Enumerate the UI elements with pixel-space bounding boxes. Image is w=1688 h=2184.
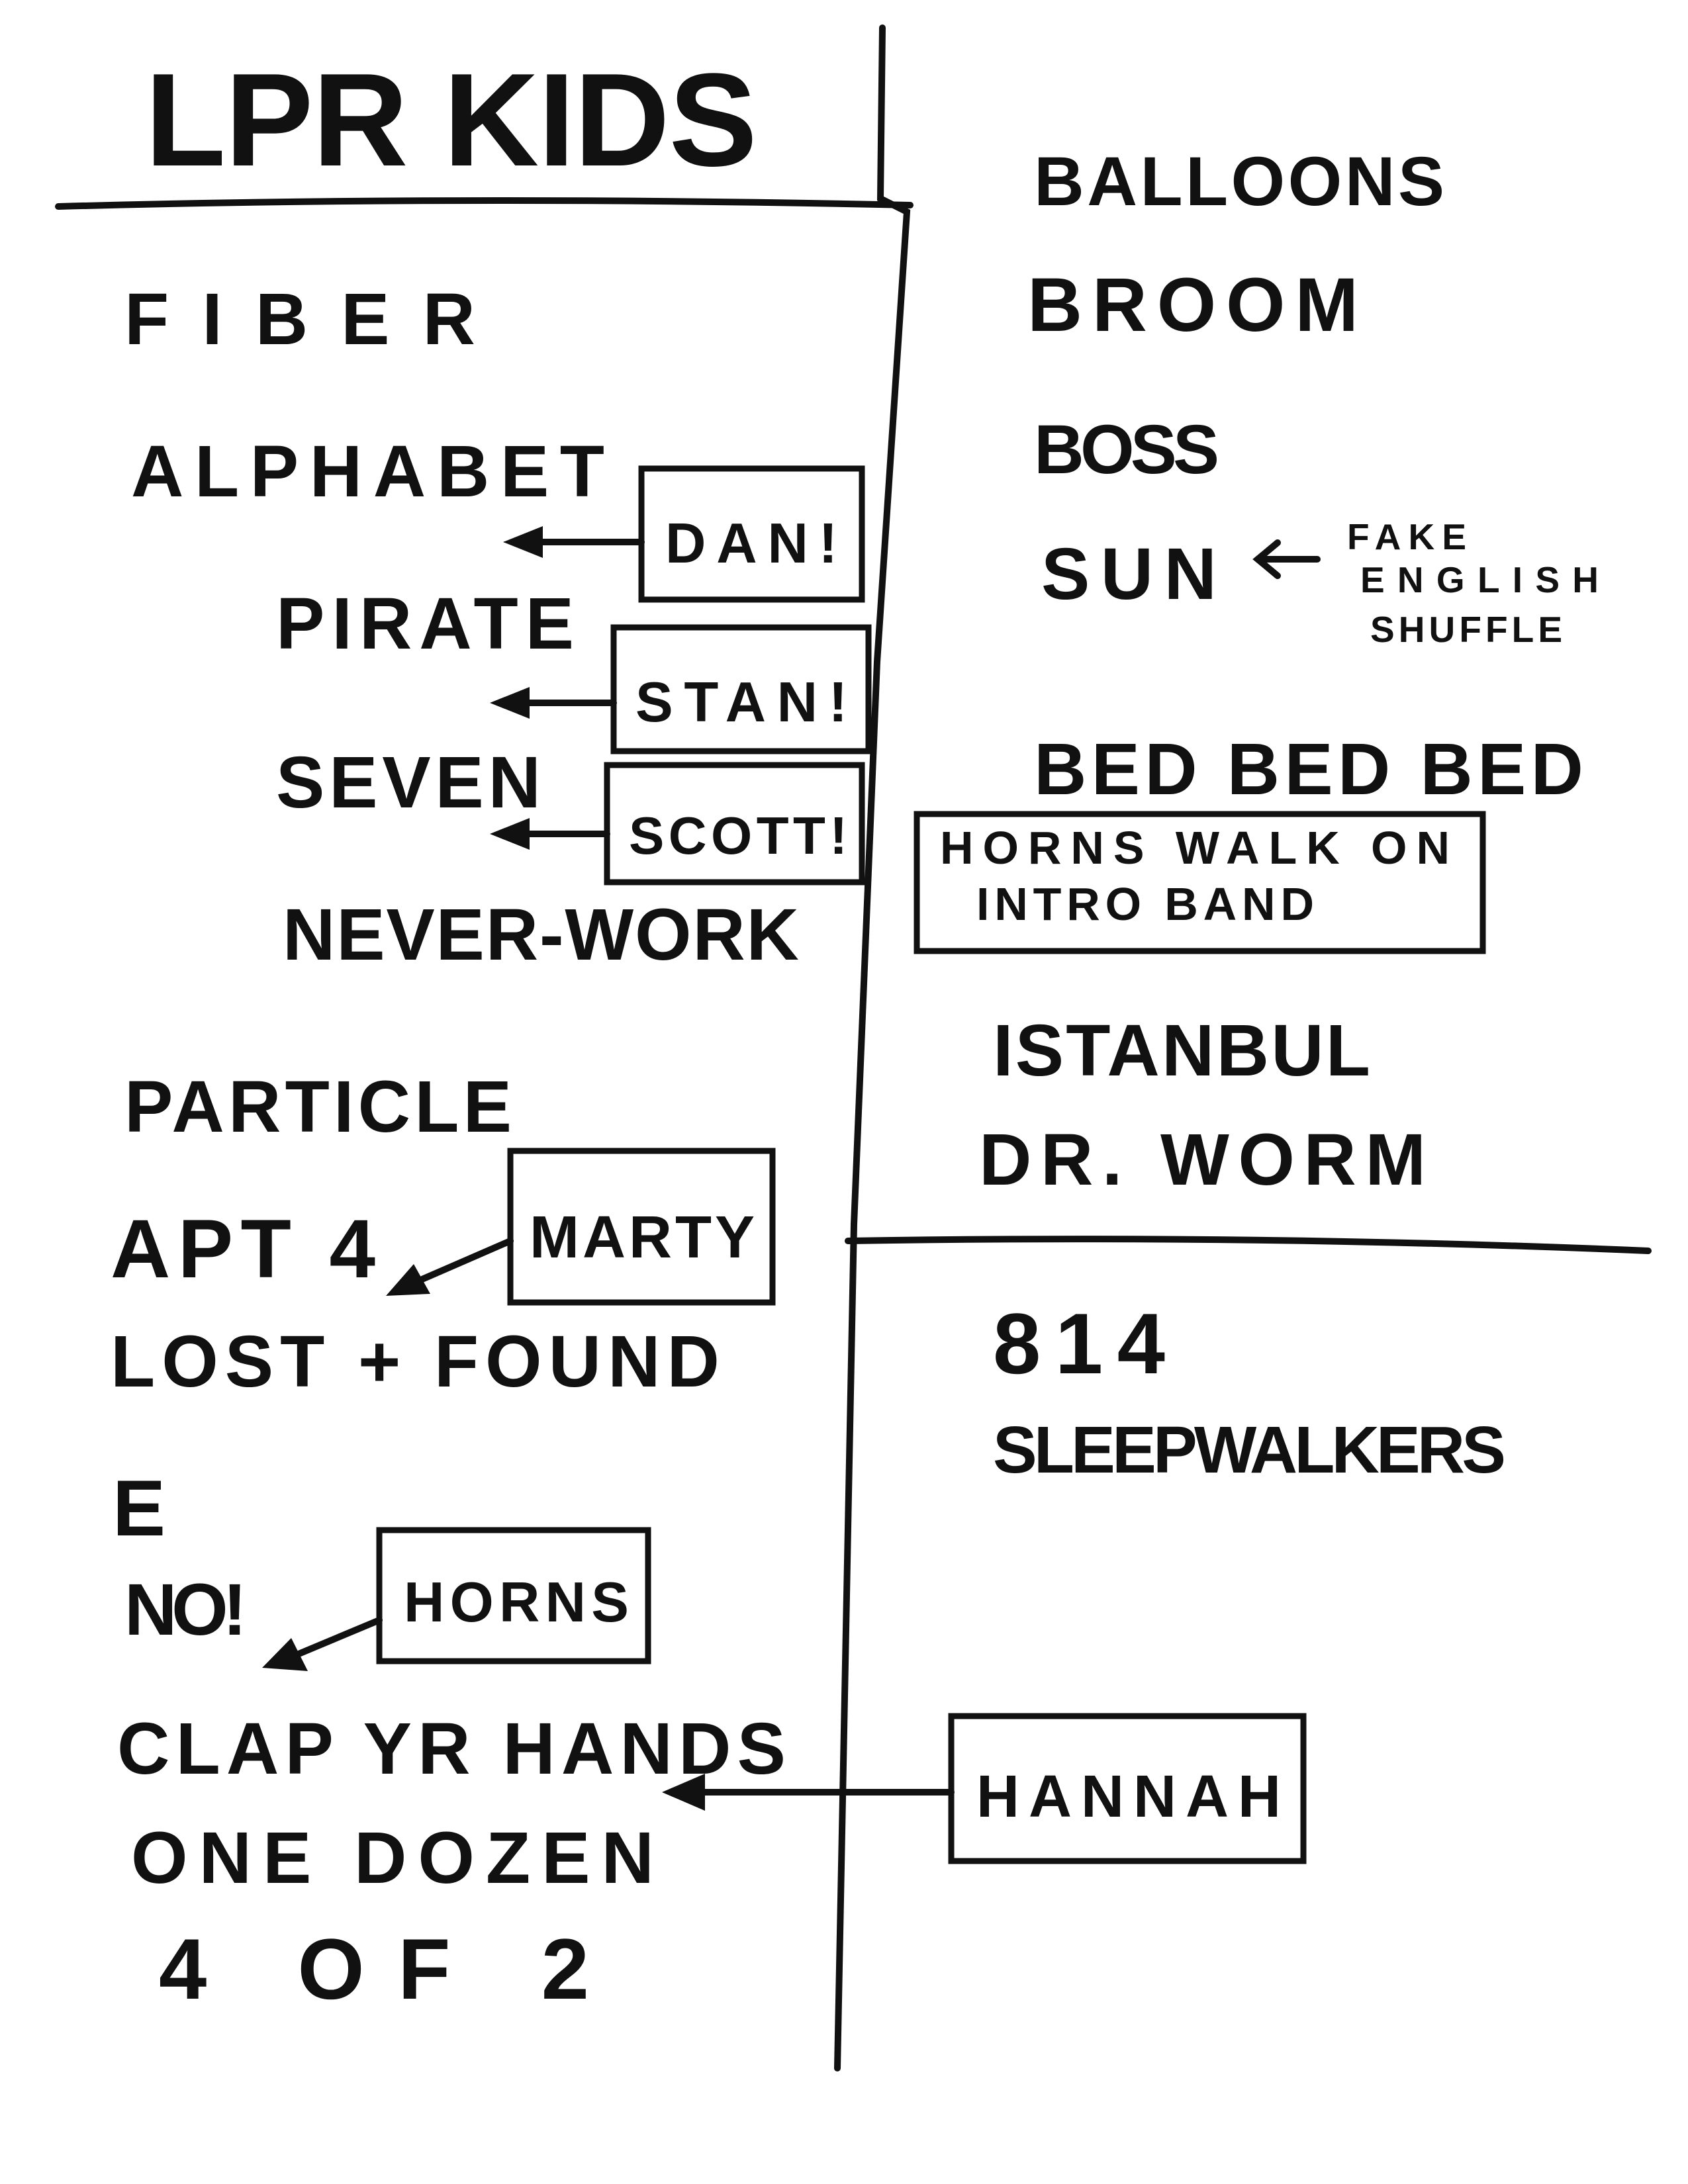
song: APT 4 bbox=[111, 1203, 375, 1295]
page-title: LPR KIDS bbox=[145, 46, 757, 194]
song: SEVEN bbox=[276, 742, 541, 823]
svg-text:HANNAH: HANNAH bbox=[976, 1764, 1281, 1830]
song: ISTANBUL bbox=[993, 1010, 1370, 1091]
guest-note-stan: STAN! bbox=[490, 624, 872, 754]
title-divider bbox=[55, 197, 914, 210]
song: NO! bbox=[124, 1569, 247, 1651]
svg-text:ENGLISH: ENGLISH bbox=[1360, 559, 1599, 600]
encore-divider bbox=[845, 1236, 1652, 1254]
song: SUN bbox=[1041, 533, 1217, 615]
svg-text:STAN!: STAN! bbox=[635, 671, 847, 734]
song: CLAP YR HANDS bbox=[117, 1708, 786, 1790]
song: DR. WORM bbox=[979, 1119, 1426, 1201]
svg-text:INTRO BAND: INTRO BAND bbox=[976, 878, 1314, 930]
song: 4 OF 2 bbox=[159, 1921, 589, 2017]
song: FIBER bbox=[124, 279, 475, 360]
song: BALLOONS bbox=[1034, 143, 1444, 220]
song: BROOM bbox=[1027, 263, 1358, 347]
intro-note: HORNS WALK ON INTRO BAND bbox=[914, 811, 1486, 954]
sun-note: FAKE ENGLISH SHUFFLE bbox=[1252, 516, 1599, 650]
svg-text:HORNS WALK ON: HORNS WALK ON bbox=[940, 822, 1450, 874]
svg-text:SHUFFLE: SHUFFLE bbox=[1370, 609, 1562, 650]
svg-text:MARTY: MARTY bbox=[530, 1205, 755, 1271]
song: NEVER-WORK bbox=[283, 894, 799, 976]
guest-note-marty: MARTY bbox=[386, 1148, 776, 1306]
svg-text:DAN!: DAN! bbox=[665, 512, 837, 575]
encore-song: 814 bbox=[993, 1295, 1165, 1392]
song: ALPHABET bbox=[131, 431, 604, 512]
song: BED BED BED bbox=[1034, 729, 1583, 810]
song: PARTICLE bbox=[124, 1066, 512, 1148]
song: BOSS bbox=[1034, 411, 1219, 488]
svg-text:FAKE: FAKE bbox=[1347, 516, 1466, 557]
guest-note-dan: DAN! bbox=[503, 465, 865, 603]
vertical-divider bbox=[834, 24, 911, 2071]
guest-note-horns: HORNS bbox=[262, 1527, 651, 1671]
song: LOST + FOUND bbox=[111, 1321, 720, 1402]
encore-song: SLEEPWALKERS bbox=[993, 1413, 1506, 1487]
song: PIRATE bbox=[276, 583, 574, 664]
svg-text:HORNS: HORNS bbox=[404, 1571, 629, 1634]
svg-text:SCOTT!: SCOTT! bbox=[629, 806, 847, 865]
song: E bbox=[113, 1464, 165, 1553]
guest-note-scott: SCOTT! bbox=[490, 762, 865, 886]
song: ONE DOZEN bbox=[131, 1817, 654, 1899]
